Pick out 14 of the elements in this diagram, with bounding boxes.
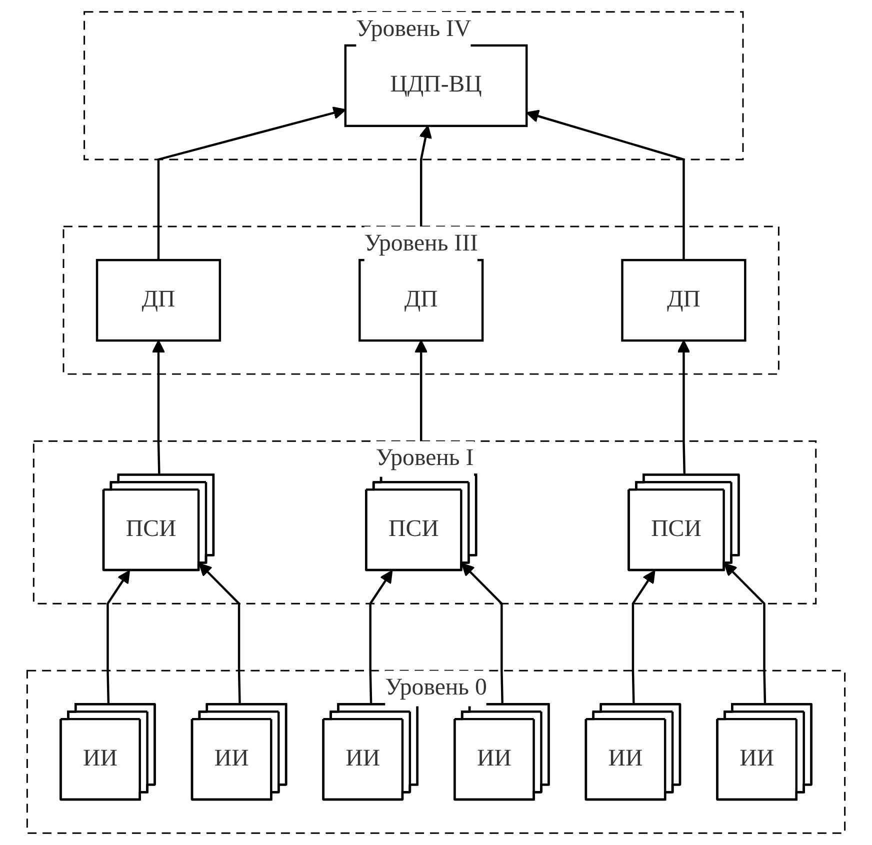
node-box: ДП — [358, 258, 484, 342]
arrow — [157, 106, 346, 260]
node-box: ДП — [621, 258, 746, 342]
node-box: ДП — [96, 258, 222, 342]
arrow — [724, 562, 766, 705]
arrow — [526, 110, 685, 260]
arrow — [198, 562, 241, 705]
arrow — [106, 570, 130, 705]
arrow — [632, 570, 656, 705]
arrow — [461, 562, 504, 705]
arrow — [369, 570, 393, 705]
arrow — [677, 340, 690, 476]
node-box: ЦДП-ВЦ — [344, 44, 528, 128]
arrow — [152, 340, 166, 476]
